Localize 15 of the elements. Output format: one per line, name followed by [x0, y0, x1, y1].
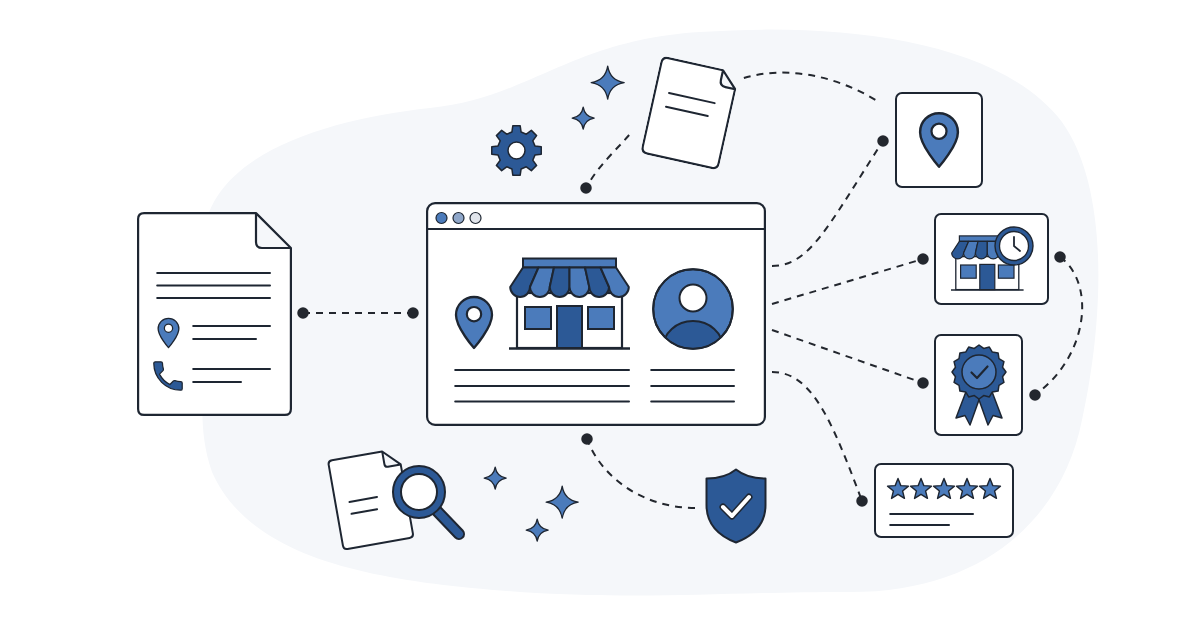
- contact-document: [137, 212, 292, 416]
- dashed-connector: [581, 433, 696, 509]
- dashed-connector: [1029, 251, 1084, 401]
- dashed-connector: [771, 371, 868, 507]
- rating-card: [874, 463, 1014, 538]
- browser-window: [426, 202, 766, 426]
- award-card: [934, 334, 1023, 436]
- location-card: [895, 92, 983, 188]
- store-hours-card: [934, 213, 1049, 305]
- dashed-connector: [580, 134, 631, 194]
- dashed-connector: [771, 253, 929, 305]
- dashed-connector: [297, 307, 419, 319]
- dashed-connector: [771, 329, 929, 389]
- shield-check-icon: [704, 467, 768, 545]
- dashed-connector: [771, 135, 889, 267]
